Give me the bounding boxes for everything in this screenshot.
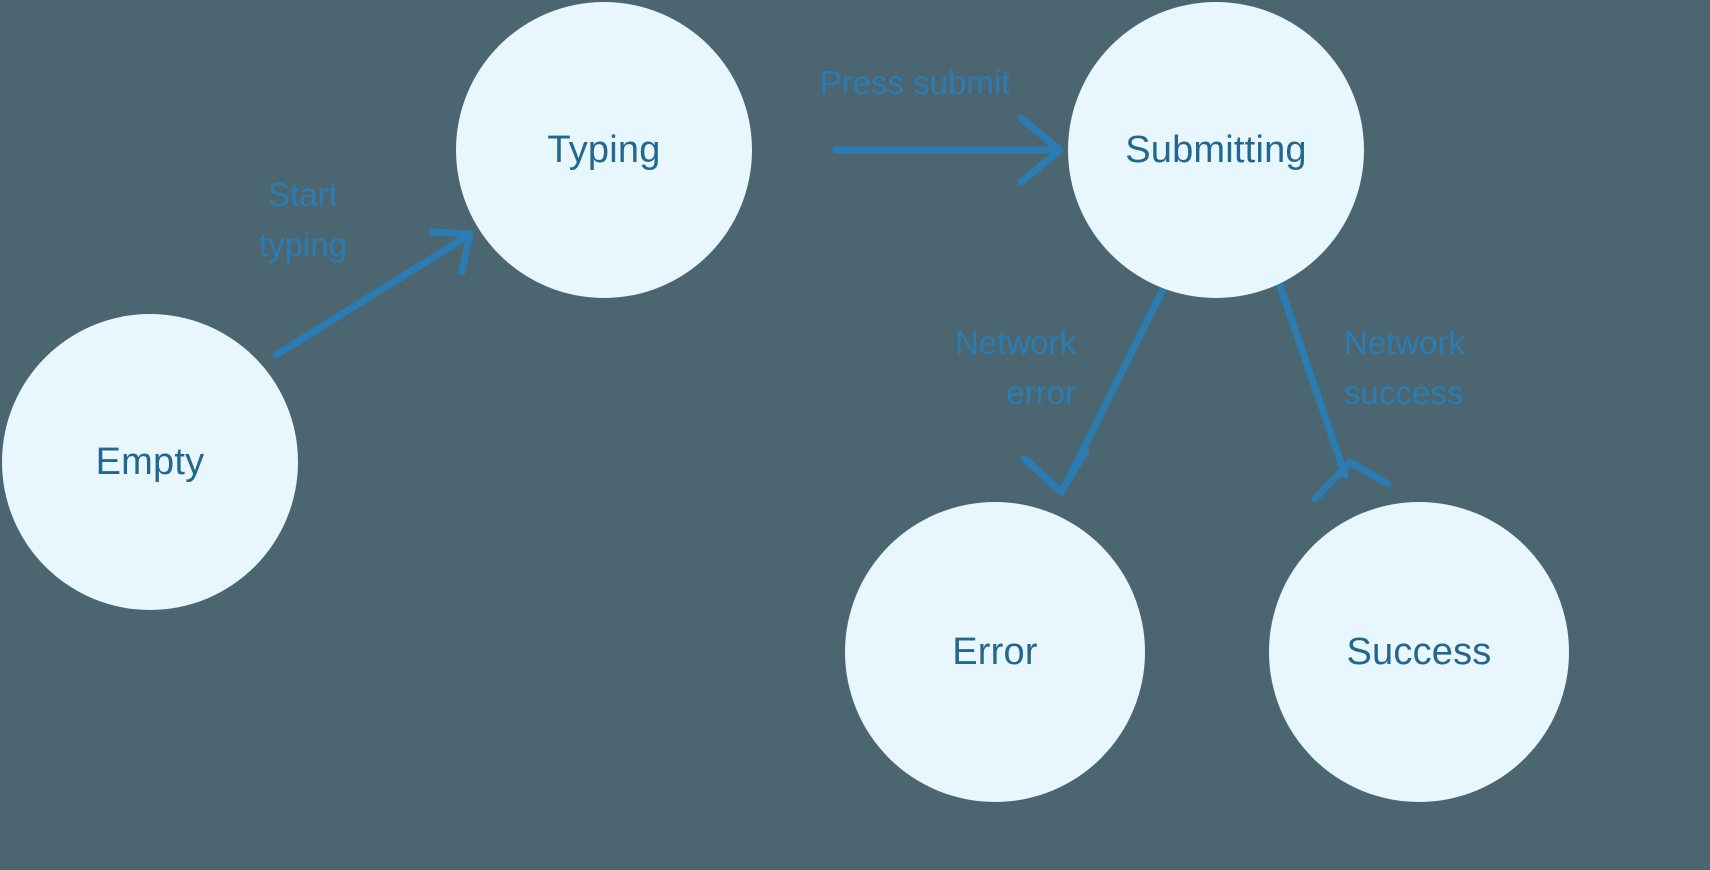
edge-label-start-typing: Start typing [258, 176, 348, 263]
edge-submitting-to-error [1021, 285, 1167, 496]
state-node-typing[interactable]: Typing [456, 2, 752, 298]
edge-typing-to-submitting [832, 114, 1064, 186]
edge-label-press-submit: Press submit [819, 64, 1011, 101]
edge-line-empty-to-typing [272, 233, 470, 359]
edge-label-network-success: Network success [1344, 324, 1466, 411]
state-node-label-typing: Typing [547, 129, 661, 171]
state-node-error[interactable]: Error [845, 502, 1145, 802]
edge-label-network-error: Network error [954, 324, 1076, 411]
arrowhead-typing-to-submitting [1017, 114, 1064, 186]
state-node-success[interactable]: Success [1269, 502, 1569, 802]
state-node-label-empty: Empty [95, 441, 205, 483]
edge-empty-to-typing [272, 228, 474, 359]
arrowhead-submitting-to-success [1311, 458, 1392, 503]
arrowhead-empty-to-typing [428, 228, 474, 276]
state-node-empty[interactable]: Empty [2, 314, 298, 610]
arrowhead-submitting-to-error [1021, 447, 1090, 496]
state-node-submitting[interactable]: Submitting [1068, 2, 1364, 298]
edge-line-submitting-to-success [1274, 276, 1349, 479]
edge-submitting-to-success [1274, 276, 1392, 503]
state-node-label-error: Error [952, 631, 1038, 673]
state-node-label-submitting: Submitting [1125, 129, 1307, 171]
state-node-label-success: Success [1346, 631, 1492, 673]
edge-line-submitting-to-error [1064, 285, 1167, 484]
